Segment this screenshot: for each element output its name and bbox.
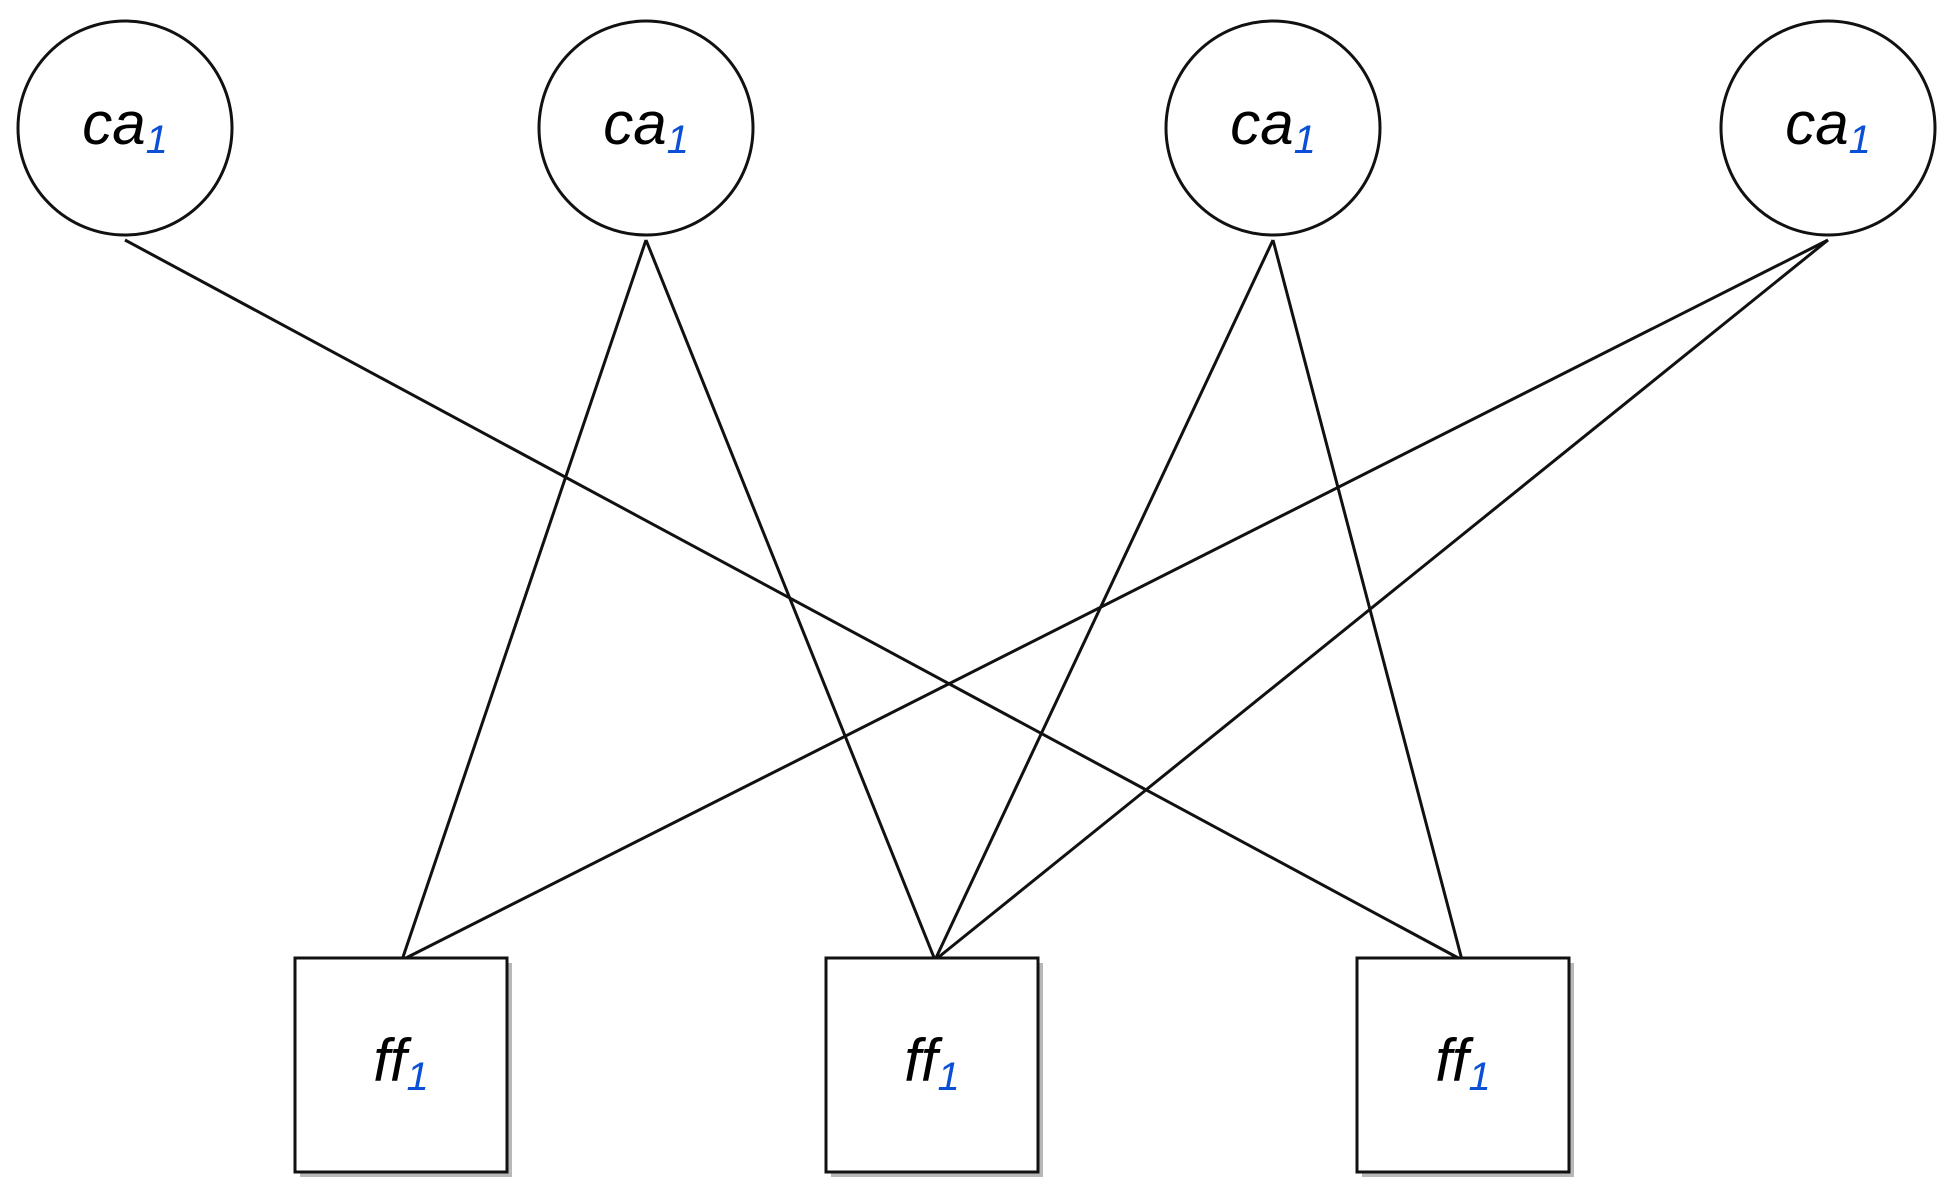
edge-circle4-square1 <box>401 238 1829 962</box>
square-node-3: ff1 <box>1355 956 1574 1177</box>
circle-node-1-label: ca1 <box>82 90 168 162</box>
circle-shape <box>537 19 755 237</box>
square-shape <box>1355 956 1571 1174</box>
circle-shape <box>1719 19 1937 237</box>
square-node-1-label: ff1 <box>373 1027 429 1099</box>
edge-circle3-square2 <box>933 239 1275 961</box>
edge-circle2-square2 <box>644 239 937 961</box>
circle-node-4-label: ca1 <box>1785 90 1871 162</box>
edge-circle3-square3 <box>1271 239 1464 961</box>
circle-shape <box>1164 19 1382 237</box>
circle-node-2: ca1 <box>537 19 755 237</box>
circle-node-4: ca1 <box>1719 19 1937 237</box>
circle-nodes: ca1 ca1 ca1 ca1 <box>16 19 1937 237</box>
square-node-3-label: ff1 <box>1435 1027 1491 1099</box>
square-node-1: ff1 <box>293 956 512 1177</box>
square-shape <box>824 956 1040 1174</box>
circle-shape <box>16 19 234 237</box>
square-node-2-label: ff1 <box>904 1027 960 1099</box>
circle-node-2-label: ca1 <box>603 90 689 162</box>
square-nodes: ff1 ff1 ff1 <box>293 956 1574 1177</box>
circle-node-1: ca1 <box>16 19 234 237</box>
square-node-2: ff1 <box>824 956 1043 1177</box>
edges <box>124 238 1829 962</box>
edge-circle4-square2 <box>934 238 1829 962</box>
circle-node-3-label: ca1 <box>1230 90 1316 162</box>
edge-circle1-square3 <box>124 238 1463 962</box>
edge-circle2-square1 <box>400 239 648 961</box>
circle-node-3: ca1 <box>1164 19 1382 237</box>
square-shape <box>293 956 509 1174</box>
